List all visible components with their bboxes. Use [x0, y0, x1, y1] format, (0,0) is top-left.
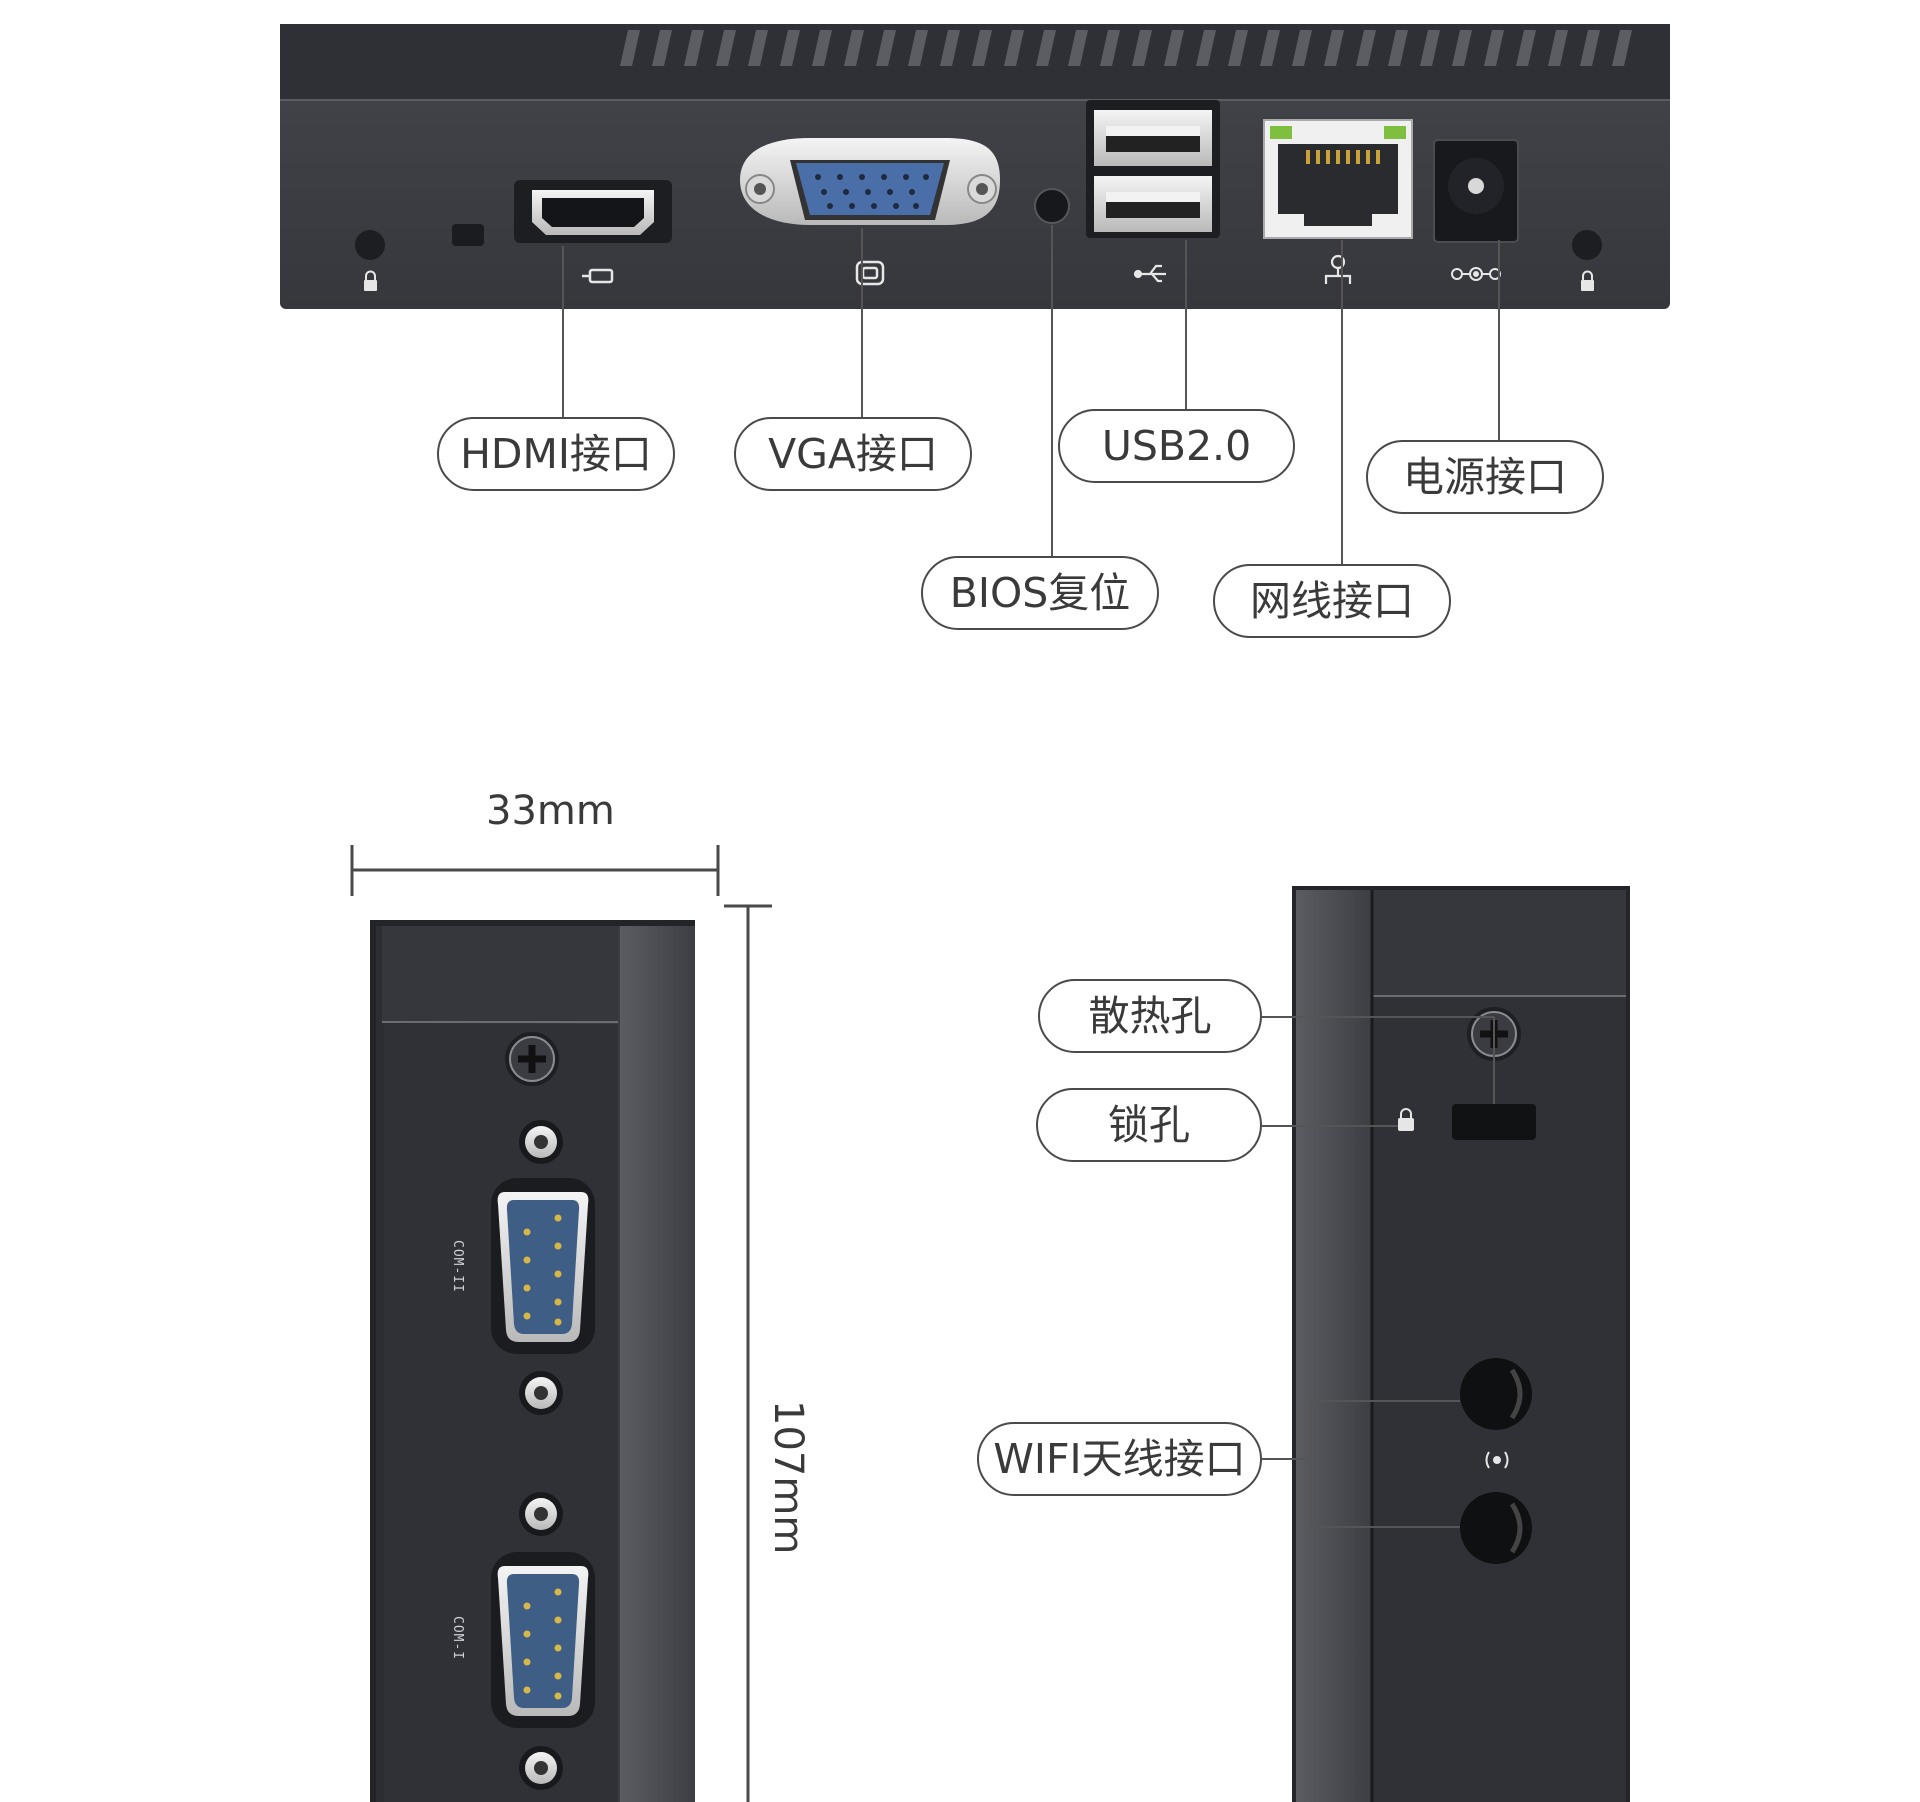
power-port [1433, 139, 1519, 243]
bios-reset-button [1034, 188, 1070, 224]
wifi-antenna-port-bottom [1460, 1492, 1532, 1564]
wifi-icon [1485, 1451, 1509, 1469]
screw [505, 1032, 559, 1086]
back-panel [280, 24, 1670, 309]
slot [452, 224, 484, 246]
dimension-height [724, 904, 772, 1802]
height-dimension-label: 107mm [765, 1400, 811, 1555]
side-view-left [370, 920, 695, 1802]
usb-ports [1086, 100, 1220, 238]
side-view-right [1292, 886, 1630, 1802]
lan-port-callout: 网线接口 [1213, 564, 1451, 638]
serial-port-com2 [491, 1120, 595, 1415]
vga-port-callout: VGA接口 [734, 417, 972, 491]
serial-port-com1 [491, 1492, 595, 1790]
hdmi-port [514, 180, 672, 243]
com2-label: COM-II [450, 1240, 465, 1293]
vga-port [740, 138, 1000, 225]
leader-lines-right [1262, 1016, 1495, 1528]
usb-icon [1133, 264, 1166, 283]
hdmi-port-callout: HDMI接口 [437, 417, 675, 491]
lock-hole-callout: 锁孔 [1036, 1088, 1262, 1162]
lock-hole-right [1572, 230, 1602, 260]
com1-label: COM-I [450, 1616, 465, 1661]
lock-hole-left [355, 230, 385, 260]
lock-icon [1581, 270, 1594, 291]
heatsink-fins [620, 30, 1632, 66]
hdmi-icon [582, 268, 614, 284]
dc-power-icon [1451, 267, 1501, 281]
vent-callout: 散热孔 [1038, 979, 1262, 1053]
wifi-antenna-port-top [1460, 1358, 1532, 1430]
bios-reset-callout: BIOS复位 [921, 556, 1159, 630]
usb-port-callout: USB2.0 [1058, 409, 1295, 483]
width-dimension-label: 33mm [486, 788, 615, 834]
power-port-callout: 电源接口 [1366, 440, 1604, 514]
wifi-antenna-callout: WIFI天线接口 [977, 1422, 1262, 1496]
lock-slot [1452, 1104, 1536, 1140]
lock-icon [1398, 1108, 1414, 1131]
network-icon [1324, 254, 1352, 284]
dimension-width [350, 845, 720, 896]
lan-port [1263, 119, 1413, 239]
lock-icon [364, 270, 377, 291]
leader-lines-top [562, 225, 1500, 570]
